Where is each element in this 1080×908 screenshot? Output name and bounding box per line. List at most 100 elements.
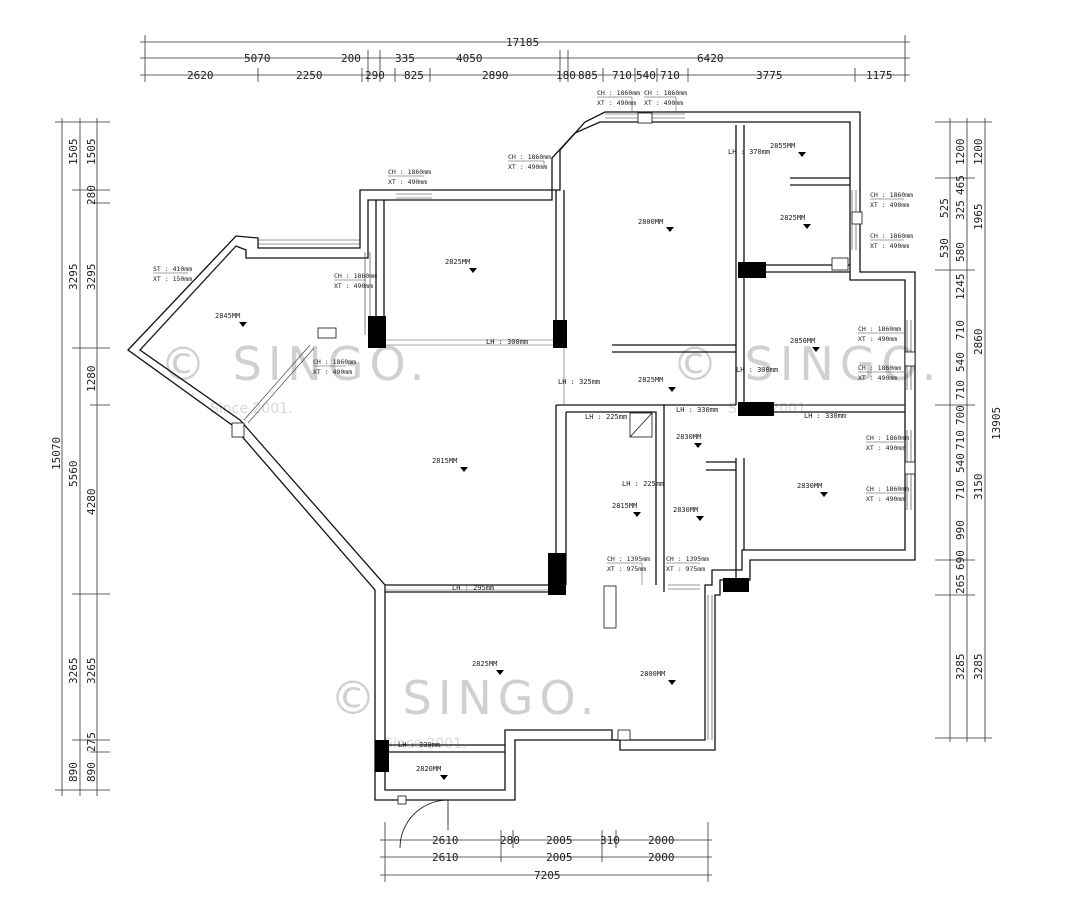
right-o-1: 1200 [972, 139, 985, 166]
beam-labels: LH : 300mm LH : 325mm LH : 370mm LH : 30… [398, 148, 846, 749]
ch-label-11: CH : 1860mm [866, 434, 909, 442]
room-height-9: 2830MM [676, 433, 701, 441]
sliding-door-icon [603, 585, 617, 629]
xt-label-6: XT : 490mm [313, 368, 352, 376]
bot-r1-c: 2005 [546, 834, 573, 847]
beam-label-5: LH : 330mm [676, 406, 718, 414]
room-label-8: 2815MM [432, 457, 468, 472]
bottom-dim-labels: 2610 280 2005 310 2000 2610 2005 2000 72… [432, 834, 675, 882]
column-3 [738, 262, 766, 278]
right-i-2: 465 [954, 175, 967, 195]
left-i-6: 3265 [85, 658, 98, 685]
beam-label-10: LH : 330mm [398, 741, 440, 749]
xt-label-11: XT : 490mm [866, 444, 905, 452]
room-height-2: 2825MM [445, 258, 470, 266]
watermark-since-1: Since 2001. [210, 401, 293, 417]
right-i-1: 1200 [954, 139, 967, 166]
left-i-3: 3295 [85, 264, 98, 291]
xt-label-2: XT : 490mm [508, 163, 547, 171]
right-i-14: 710 [954, 480, 967, 500]
column-5 [548, 553, 566, 595]
room-height-13: 2825MM [472, 660, 497, 668]
top-r1-a: 5070 [244, 52, 271, 65]
top-total-label: 17185 [506, 36, 539, 49]
beam-label-1: LH : 300mm [486, 338, 528, 346]
room-height-12: 2830MM [797, 482, 822, 490]
st-label: ST : 410mm [153, 265, 192, 273]
windows [139, 113, 912, 740]
left-i-4: 1280 [85, 366, 98, 393]
top-r2-b: 2250 [296, 69, 323, 82]
left-o-5: 890 [67, 762, 80, 782]
bot-r2-c: 2000 [648, 851, 675, 864]
bot-r2-a: 2610 [432, 851, 459, 864]
column-6 [723, 578, 749, 592]
room-label-4: 2855MM [770, 142, 806, 157]
beam-label-3: LH : 370mm [728, 148, 770, 156]
room-label-11: 2830MM [673, 506, 704, 521]
right-total: 13905 [990, 407, 1003, 440]
xt-label-5: XT : 490mm [334, 282, 373, 290]
window-post-icon-2 [851, 211, 863, 225]
room-label-9: 2830MM [676, 433, 702, 448]
room-label-2: 2825MM [445, 258, 477, 273]
room-height-15: 2820MM [416, 765, 441, 773]
right-i-3: 325 [954, 200, 967, 220]
right-i-13: 540 [954, 453, 967, 473]
beam-label-6: LH : 330mm [804, 412, 846, 420]
left-i-7: 890 [85, 762, 98, 782]
xt-label-7: XT : 490mm [870, 201, 909, 209]
ch-label-12: CH : 1860mm [866, 485, 909, 493]
top-r2-f: 180 [556, 69, 576, 82]
xt-label-14: XT : 975mm [666, 565, 705, 573]
window-post-icon [637, 112, 653, 124]
right-i-4: 525 [938, 198, 951, 218]
right-i-10: 710 [954, 380, 967, 400]
right-i-16: 690 [954, 550, 967, 570]
columns [368, 262, 774, 772]
ch-label-2: CH : 1860mm [508, 153, 551, 161]
ch-label-3: CH : 1860mm [597, 89, 640, 97]
right-o-4: 3150 [972, 474, 985, 501]
room-label-3: 2800MM [638, 218, 674, 232]
top-r2-l: 1175 [866, 69, 893, 82]
room-height-8: 2815MM [432, 457, 457, 465]
ch-label-6: CH : 1860mm [313, 358, 356, 366]
right-i-18: 3285 [954, 654, 967, 681]
room-label-10: 2815MM [612, 502, 641, 517]
bot-total: 7205 [534, 869, 561, 882]
room-label-6: 2850MM [790, 337, 820, 352]
room-height-7: 2825MM [638, 376, 663, 384]
beam-label-2: LH : 325mm [558, 378, 600, 386]
bottom-dimensions [380, 822, 712, 882]
room-labels: 2845MM 2825MM 2800MM 2855MM 2825MM 2850M… [215, 142, 828, 780]
ch-label-8: CH : 1860mm [870, 232, 913, 240]
right-i-17: 265 [954, 574, 967, 594]
right-i-12: 710 [954, 430, 967, 450]
watermark-2: © SINGO. [672, 337, 942, 391]
right-o-3: 2860 [972, 329, 985, 356]
top-r2-e: 2890 [482, 69, 509, 82]
watermark-since-3: Since 2001. [384, 736, 467, 752]
left-dimensions [55, 118, 110, 796]
ch-label-14: CH : 1395mm [666, 555, 709, 563]
right-dim-labels: 13905 1200 1965 2860 3150 3285 1200 465 … [938, 139, 1003, 681]
right-i-9: 540 [954, 352, 967, 372]
drain-icon-3 [617, 729, 631, 741]
room-label-7: 2825MM [638, 376, 676, 392]
room-label-14: 2800MM [640, 670, 676, 685]
xt-label-4: XT : 490mm [644, 99, 683, 107]
top-r2-a: 2620 [187, 69, 214, 82]
room-height-14: 2800MM [640, 670, 665, 678]
room-height-3: 2800MM [638, 218, 663, 226]
beam-label-7: LH : 225mm [585, 413, 627, 421]
annotation-leaders [153, 96, 904, 585]
top-r2-i: 540 [636, 69, 656, 82]
left-o-4: 3265 [67, 658, 80, 685]
window-post-icon-3 [904, 351, 916, 367]
right-i-11: 700 [954, 405, 967, 425]
drain-icon [831, 257, 849, 271]
top-r2-g: 885 [578, 69, 598, 82]
room-height-1: 2845MM [215, 312, 240, 320]
entry-door [397, 795, 449, 849]
